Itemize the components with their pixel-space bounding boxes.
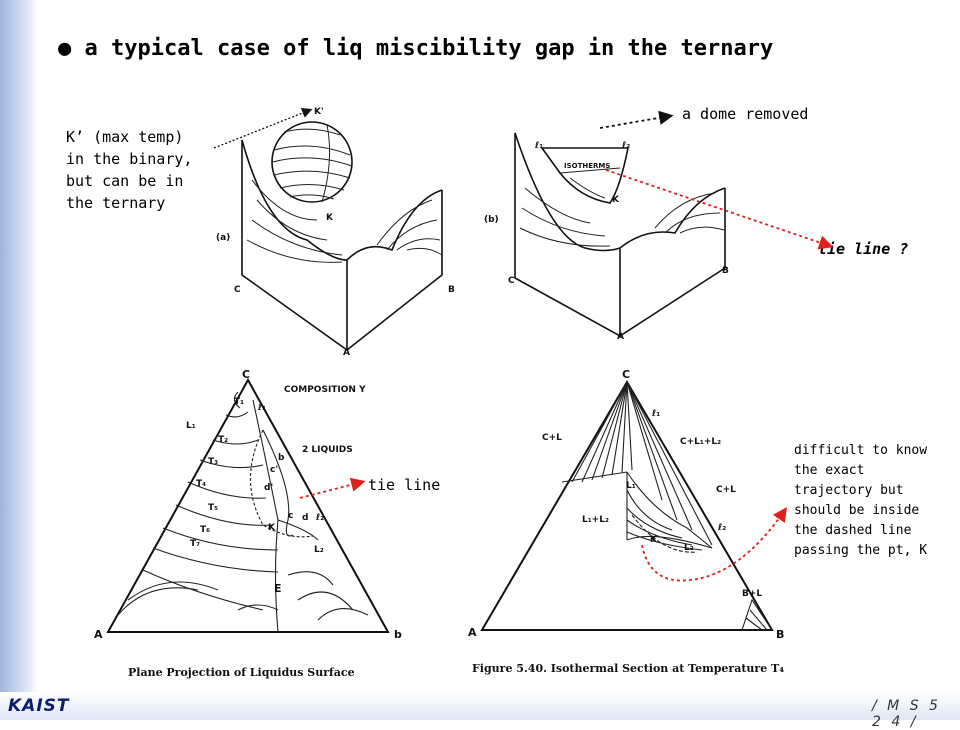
label-c: C xyxy=(234,285,241,295)
label-composition: COMPOSITION Y xyxy=(284,385,366,395)
kprime-note-line: but can be in xyxy=(66,172,184,190)
label-L1: L₁ xyxy=(186,421,196,431)
label-c1: c' xyxy=(270,465,278,475)
label-L2: L₂ xyxy=(684,543,694,553)
footer-bar xyxy=(0,692,960,720)
arrow-tie-line-question xyxy=(605,169,834,250)
panel-label-a: (a) xyxy=(216,233,230,243)
arrow-difficult-note xyxy=(641,507,788,582)
label-l1: ℓ₁ xyxy=(257,403,266,413)
difficult-note-line: should be inside xyxy=(794,503,920,518)
course-code: / M S 5 2 4 / xyxy=(872,698,941,730)
figure-b-dome-removed: ℓ₁ ℓ₂ ISOTHERMS K (b) C B A xyxy=(480,118,734,340)
label-a: A xyxy=(468,626,477,639)
label-T3: T₃ xyxy=(208,457,218,467)
label-isotherms: ISOTHERMS xyxy=(564,162,610,170)
label-l2: ℓ₂ xyxy=(717,523,726,533)
figure-c-plane-projection: C COMPOSITION Y 2 LIQUIDS L₁ T₁ T₂ T₃ T₄… xyxy=(88,360,418,685)
bullet-icon: ● xyxy=(58,36,72,61)
label-b: B xyxy=(722,266,729,276)
label-d1: d' xyxy=(264,483,273,493)
label-k: K xyxy=(326,213,334,223)
label-T5: T₅ xyxy=(208,503,218,513)
caption: Plane Projection of Liquidus Surface xyxy=(128,666,355,679)
label-two-liquids: 2 LIQUIDS xyxy=(302,445,353,455)
slide-title: ● a typical case of liq miscibility gap … xyxy=(58,36,773,61)
label-bl: B+L xyxy=(742,589,762,599)
label-cl1l2: C+L₁+L₂ xyxy=(680,437,721,447)
arrow-to-kprime xyxy=(213,108,313,149)
difficult-note-line: passing the pt, K xyxy=(794,543,928,558)
figure-a-dome: K' K (a) C B A xyxy=(212,100,466,355)
arrow-tie-line xyxy=(299,477,366,499)
figure-d-isothermal-section: C C+L C+L₁+L₂ C+L L₁+L₂ L₁ L₂ K ℓ₁ ℓ₂ B+… xyxy=(462,360,802,685)
label-k: K xyxy=(268,523,276,533)
panel-label-b: (b) xyxy=(484,215,499,225)
label-L1: L₁ xyxy=(626,481,636,491)
label-a: A xyxy=(94,628,103,641)
label-a: A xyxy=(343,348,350,355)
label-c: C xyxy=(508,276,515,286)
difficult-note-line: the exact xyxy=(794,463,865,478)
sidebar-gradient xyxy=(0,0,38,720)
slide-title-text: a typical case of liq miscibility gap in… xyxy=(84,36,774,61)
label-k: K xyxy=(612,195,620,205)
kprime-note-line: K’ (max temp) xyxy=(66,128,184,146)
label-T7: T₇ xyxy=(190,539,200,549)
kprime-note: K’ (max temp) in the binary, but can be … xyxy=(66,126,216,214)
label-kprime: K' xyxy=(314,107,324,117)
arrow-dome-removed xyxy=(599,110,674,129)
label-L2: L₂ xyxy=(314,545,324,555)
difficult-note: difficult to know the exact trajectory b… xyxy=(794,441,959,561)
label-l2: ℓ₂ xyxy=(315,513,324,523)
label-cl: C+L xyxy=(542,433,562,443)
label-c: C xyxy=(622,368,630,381)
kaist-logo: KAIST xyxy=(8,696,70,716)
label-b: b xyxy=(394,628,402,641)
label-d-small: d xyxy=(302,513,308,523)
dome-removed-note: a dome removed xyxy=(682,105,809,123)
label-l1: ℓ₁ xyxy=(651,409,660,419)
label-b-small: b xyxy=(278,453,285,463)
label-b: B xyxy=(776,628,784,641)
difficult-note-line: difficult to know xyxy=(794,443,928,458)
label-K: K xyxy=(650,535,658,545)
label-c: C xyxy=(242,368,250,381)
label-l1: ℓ₁ xyxy=(534,141,543,151)
label-l1l2: L₁+L₂ xyxy=(582,515,609,525)
tie-line-question-note: tie line ? xyxy=(818,240,909,258)
label-cl2: C+L xyxy=(716,485,736,495)
caption: Figure 5.40. Isothermal Section at Tempe… xyxy=(472,662,784,675)
label-b: B xyxy=(448,285,455,295)
kprime-note-line: in the binary, xyxy=(66,150,193,168)
label-T2: T₂ xyxy=(218,435,228,445)
label-c-small: c xyxy=(288,511,293,521)
label-l2: ℓ₂ xyxy=(621,141,630,151)
tie-line-note: tie line xyxy=(368,476,441,494)
label-a: A xyxy=(617,332,624,340)
label-T6: T₆ xyxy=(200,525,210,535)
label-T1: T₁ xyxy=(234,397,244,407)
label-e: E xyxy=(274,582,282,595)
difficult-note-line: the dashed line xyxy=(794,523,912,538)
label-T4: T₄ xyxy=(196,479,206,489)
difficult-note-line: trajectory but xyxy=(794,483,904,498)
kprime-note-line: the ternary xyxy=(66,194,166,212)
